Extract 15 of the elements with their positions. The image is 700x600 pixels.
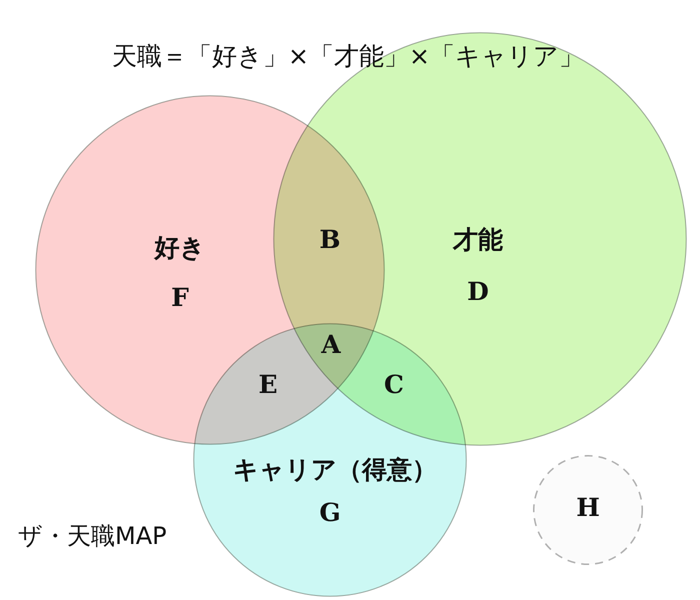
region-letter: G <box>319 498 341 528</box>
region-letter: C <box>384 370 404 400</box>
set-name: 好き <box>154 233 206 263</box>
region-letter: E <box>258 370 278 400</box>
region-letter: A <box>321 330 341 360</box>
venn-circle <box>193 323 467 597</box>
region-letter: D <box>467 277 489 307</box>
region-letter: B <box>319 225 341 255</box>
set-name: 才能 <box>453 225 503 255</box>
set-name: キャリア（得意） <box>233 455 437 485</box>
region-letter: F <box>171 283 189 313</box>
dashed-circle <box>533 455 643 565</box>
diagram-title: 天職＝「好き」×「才能」×「キャリア」 <box>112 40 584 72</box>
region-letter: H <box>576 493 600 523</box>
diagram-caption: ザ・天職MAP <box>18 521 167 552</box>
